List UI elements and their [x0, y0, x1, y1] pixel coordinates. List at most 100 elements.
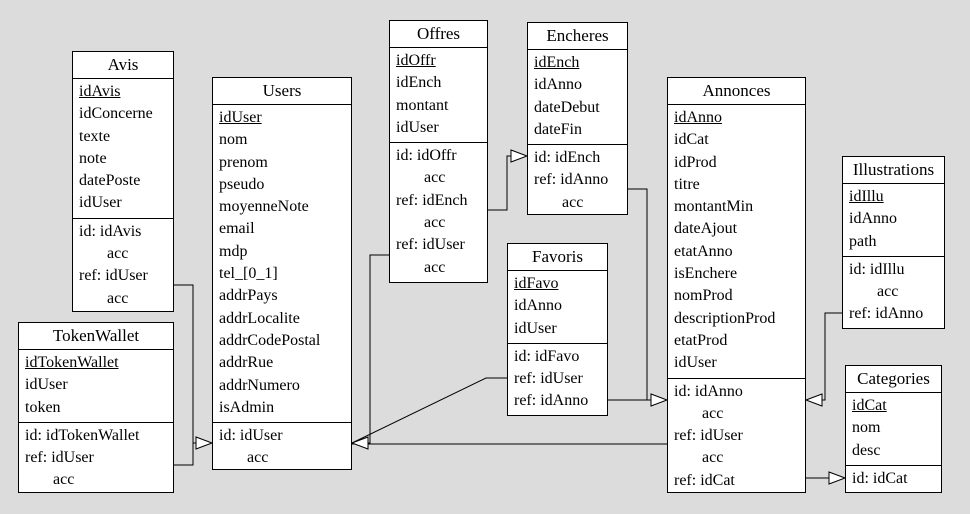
attribute: addrCodePostal [219, 331, 321, 349]
attribute: addrLocalite [219, 309, 300, 327]
primary-key-attribute: idIllu [849, 188, 884, 205]
constraint: acc [562, 193, 584, 211]
constraint: acc [424, 214, 446, 232]
constraint: id: idFavo [514, 347, 580, 365]
constraint: ref: idUser [674, 427, 743, 445]
entity-illustrations[interactable]: Illustrations idIllu idAnno path id: idIllu a… [842, 156, 945, 329]
attribute: montant [396, 96, 449, 114]
illustrations-attribute-list: idIllu idAnno path [843, 184, 944, 257]
primary-key-attribute: idOffr [396, 52, 436, 69]
primary-key-attribute: idEnch [534, 54, 580, 71]
primary-key-attribute: idCat [852, 397, 887, 414]
constraint: acc [702, 449, 724, 467]
attribute: dateAjout [674, 220, 738, 238]
attribute: addrRue [219, 354, 274, 372]
attribute: idUser [79, 194, 122, 212]
attribute: idProd [674, 153, 717, 171]
link-favoris-users [351, 377, 507, 444]
link-offres-users [352, 254, 389, 444]
categories-entity-name: Categories [846, 366, 941, 393]
attribute: montantMin [674, 198, 754, 216]
constraint: id: idOffr [396, 147, 457, 165]
attribute: dateFin [534, 120, 582, 138]
avis-entity-name: Avis [73, 52, 173, 79]
attribute: prenom [219, 153, 268, 171]
attribute: mdp [219, 242, 248, 260]
constraint: ref: idEnch [396, 191, 468, 209]
attribute: isAdmin [219, 398, 275, 416]
constraint: acc [53, 471, 75, 489]
arrowhead-encheres [510, 149, 529, 163]
offres-attribute-list: idOffr idEnch montant idUser [390, 48, 487, 144]
attribute: moyenneNote [219, 198, 309, 216]
attribute: nom [852, 419, 881, 437]
attribute: etatAnno [674, 242, 733, 260]
encheres-entity-name: Encheres [528, 23, 627, 50]
offres-constraint-list: id: idOffr acc ref: idEnch acc ref: idUser ac… [390, 143, 487, 279]
constraint: ref: idAnno [514, 392, 589, 410]
attribute: note [79, 149, 107, 167]
attribute: email [219, 220, 255, 238]
constraint: ref: idUser [79, 267, 148, 285]
constraint: acc [424, 169, 446, 187]
attribute: token [25, 398, 61, 416]
arrowhead-categories [828, 471, 847, 485]
arrowhead-users-right [350, 436, 369, 450]
attribute: desc [852, 441, 881, 459]
constraint: acc [247, 449, 269, 467]
constraint: ref: idAnno [534, 171, 609, 189]
attribute: nomProd [674, 287, 733, 305]
constraint: id: idAvis [79, 222, 142, 240]
constraint: id: idIllu [849, 260, 905, 278]
constraint: ref: idUser [396, 236, 465, 254]
attribute: idEnch [396, 74, 442, 92]
favoris-entity-name: Favoris [508, 244, 607, 271]
attribute: descriptionProd [674, 309, 776, 327]
attribute: path [849, 232, 877, 250]
users-entity-name: Users [213, 78, 351, 105]
attribute: idAnno [849, 210, 897, 228]
link-illustrations-annonces [806, 312, 842, 401]
constraint: acc [702, 404, 724, 422]
avis-constraint-list: id: idAvis acc ref: idUser acc [73, 219, 173, 310]
primary-key-attribute: idFavo [514, 275, 559, 292]
entity-offres[interactable]: Offres idOffr idEnch montant idUser id: idOff… [389, 20, 488, 283]
categories-attribute-list: idCat nom desc [846, 393, 941, 466]
attribute: addrPays [219, 287, 278, 305]
illustrations-entity-name: Illustrations [843, 157, 944, 184]
offres-entity-name: Offres [390, 21, 487, 48]
arrowhead-users-left [195, 436, 214, 450]
constraint: id: idTokenWallet [25, 426, 140, 444]
primary-key-attribute: idUser [219, 109, 262, 126]
primary-key-attribute: idAnno [674, 109, 722, 126]
constraint: acc [424, 258, 446, 276]
arrowhead-annonces-left [650, 393, 669, 407]
attribute: idCat [674, 131, 709, 149]
attribute: idUser [396, 118, 439, 136]
constraint: id: idUser [219, 427, 283, 445]
attribute: idUser [25, 376, 68, 394]
primary-key-attribute: idTokenWallet [25, 354, 119, 371]
constraint: acc [107, 245, 129, 263]
attribute: addrNumero [219, 376, 300, 394]
constraint: acc [107, 289, 129, 307]
attribute: idAnno [514, 297, 562, 315]
constraint: ref: idCat [674, 471, 735, 489]
constraint: acc [877, 283, 899, 301]
attribute: dateDebut [534, 98, 600, 116]
